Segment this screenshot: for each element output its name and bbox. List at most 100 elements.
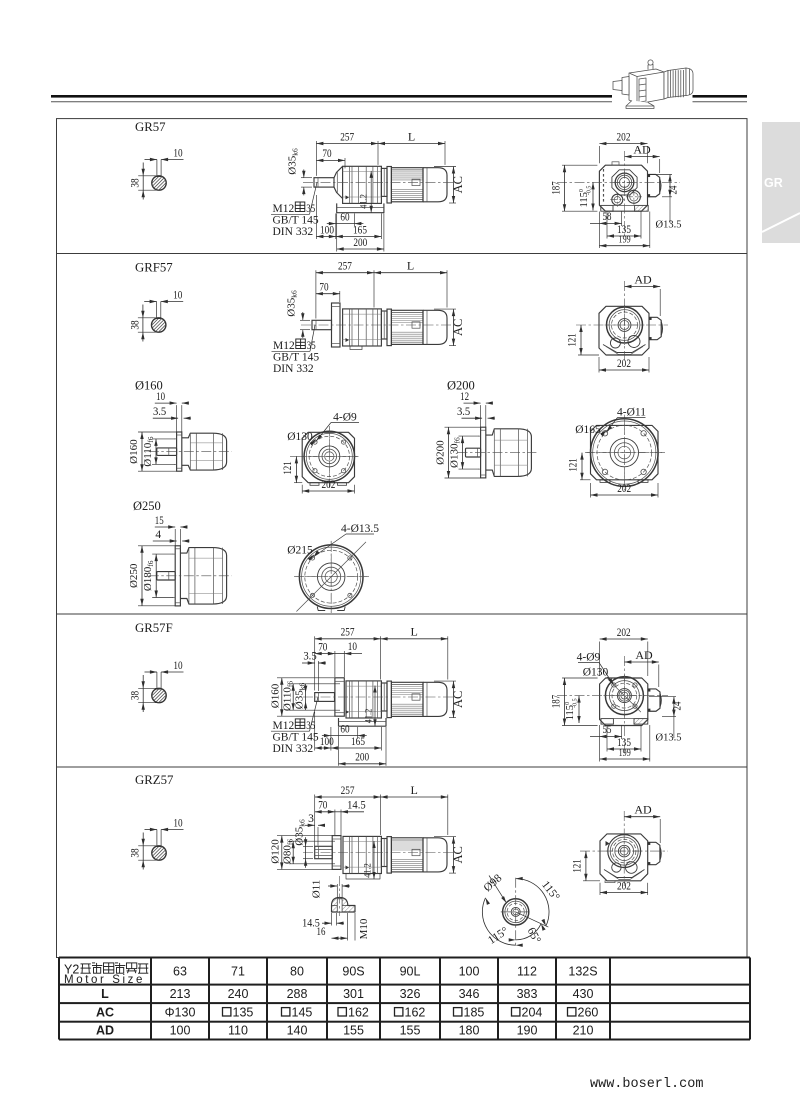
svg-text:180: 180 [459, 1024, 480, 1038]
svg-text:10: 10 [156, 391, 165, 403]
svg-text:4-Ø9: 4-Ø9 [577, 652, 601, 664]
svg-text:15: 15 [155, 515, 164, 527]
svg-text:162: 162 [348, 1005, 369, 1019]
svg-text:257: 257 [341, 625, 355, 639]
svg-text:Ø130: Ø130 [287, 431, 313, 443]
svg-text:165: 165 [351, 734, 365, 748]
svg-text:288: 288 [287, 987, 308, 1001]
svg-text:145: 145 [292, 1005, 313, 1019]
svg-text:185: 185 [464, 1005, 485, 1019]
svg-text:Ø130f6: Ø130f6 [449, 437, 462, 468]
svg-text:202: 202 [617, 878, 631, 892]
svg-text:10: 10 [173, 816, 182, 830]
svg-text:DIN 332: DIN 332 [273, 743, 314, 755]
svg-text:Ø200: Ø200 [447, 379, 475, 393]
svg-text:GB/T 145: GB/T 145 [273, 215, 319, 227]
svg-text:121: 121 [282, 461, 294, 474]
svg-text:41.2: 41.2 [359, 194, 369, 209]
svg-text:Ø35k6: Ø35k6 [287, 148, 300, 175]
svg-text:1150-0.5: 1150-0.5 [565, 698, 579, 720]
svg-text:GRF57: GRF57 [135, 261, 173, 275]
svg-text:M12: M12 [273, 340, 295, 352]
svg-text:24: 24 [671, 701, 683, 710]
svg-text:60: 60 [340, 209, 349, 223]
svg-text:200: 200 [353, 235, 367, 249]
svg-text:199: 199 [619, 748, 631, 759]
svg-text:70: 70 [318, 639, 327, 653]
svg-text:257: 257 [341, 783, 355, 797]
svg-text:100: 100 [170, 1024, 191, 1038]
svg-text:L: L [411, 783, 418, 797]
svg-text:Ø160: Ø160 [128, 439, 140, 464]
svg-text:326: 326 [400, 987, 421, 1001]
svg-text:Ø160: Ø160 [269, 683, 281, 708]
svg-text:383: 383 [517, 987, 538, 1001]
svg-text:213: 213 [170, 987, 191, 1001]
svg-text:AC: AC [451, 319, 465, 336]
svg-text:AC: AC [451, 176, 465, 193]
svg-text:AC: AC [451, 691, 465, 708]
svg-text:240: 240 [228, 987, 249, 1001]
svg-text:257: 257 [340, 129, 354, 143]
svg-text:70: 70 [319, 280, 328, 294]
svg-text:Ø13.5: Ø13.5 [656, 733, 682, 744]
svg-text:Ø250: Ø250 [128, 563, 140, 588]
svg-text:4-Ø13.5: 4-Ø13.5 [341, 523, 379, 535]
svg-text:M10: M10 [358, 918, 370, 939]
svg-text:115°: 115° [539, 879, 562, 904]
svg-text:202: 202 [617, 481, 631, 495]
svg-text:24: 24 [668, 185, 680, 194]
svg-text:L: L [408, 129, 415, 143]
svg-text:AD: AD [634, 272, 652, 286]
svg-text:Ø215: Ø215 [287, 545, 313, 557]
svg-text:202: 202 [617, 625, 631, 639]
svg-text:200: 200 [355, 750, 369, 764]
svg-text:L: L [411, 625, 418, 639]
svg-text:210: 210 [573, 1024, 594, 1038]
svg-text:187: 187 [551, 695, 563, 708]
svg-text:199: 199 [619, 235, 631, 246]
svg-text:3.5: 3.5 [303, 651, 317, 663]
svg-text:Ø120: Ø120 [269, 839, 281, 864]
svg-text:100: 100 [320, 734, 334, 748]
svg-text:63: 63 [173, 965, 187, 979]
svg-text:100: 100 [459, 965, 480, 979]
svg-text:Ø250: Ø250 [133, 499, 161, 513]
svg-text:155: 155 [400, 1024, 421, 1038]
svg-text:AD: AD [96, 1024, 114, 1038]
svg-text:80: 80 [290, 965, 304, 979]
svg-text:4-Ø9: 4-Ø9 [333, 412, 357, 424]
svg-text:90S: 90S [342, 965, 364, 979]
svg-text:Ø35k6: Ø35k6 [286, 290, 299, 317]
svg-text:38: 38 [128, 848, 142, 857]
svg-text:GR57F: GR57F [135, 621, 173, 635]
svg-text:14.5: 14.5 [347, 797, 366, 811]
svg-text:260: 260 [578, 1005, 599, 1019]
svg-text:DIN 332: DIN 332 [273, 226, 314, 238]
svg-text:DIN 332: DIN 332 [273, 363, 314, 375]
svg-text:12: 12 [460, 391, 469, 403]
svg-text:121: 121 [568, 458, 580, 471]
svg-text:70: 70 [322, 146, 331, 160]
svg-text:GR: GR [764, 176, 783, 190]
svg-text:70: 70 [318, 798, 327, 812]
svg-text:187: 187 [551, 181, 563, 194]
svg-text:10: 10 [173, 658, 182, 672]
svg-text:135: 135 [617, 735, 631, 749]
svg-text:121: 121 [567, 333, 579, 346]
svg-text:16: 16 [317, 926, 326, 938]
svg-text:10: 10 [173, 146, 182, 160]
svg-text:L: L [101, 987, 109, 1001]
svg-text:Ø13.5: Ø13.5 [656, 219, 682, 230]
svg-text:165: 165 [353, 222, 367, 236]
svg-text:204: 204 [522, 1005, 543, 1019]
svg-text:AC: AC [96, 1005, 114, 1019]
svg-text:Motor Size: Motor Size [64, 974, 145, 986]
svg-text:Ø110f6: Ø110f6 [142, 436, 155, 467]
svg-text:www.boserl.com: www.boserl.com [590, 1077, 703, 1092]
svg-text:346: 346 [459, 987, 480, 1001]
svg-text:112: 112 [517, 965, 537, 979]
svg-text:GB/T 145: GB/T 145 [273, 352, 319, 364]
svg-text:Φ130: Φ130 [165, 1005, 196, 1019]
svg-text:Ø35k6: Ø35k6 [294, 683, 307, 710]
